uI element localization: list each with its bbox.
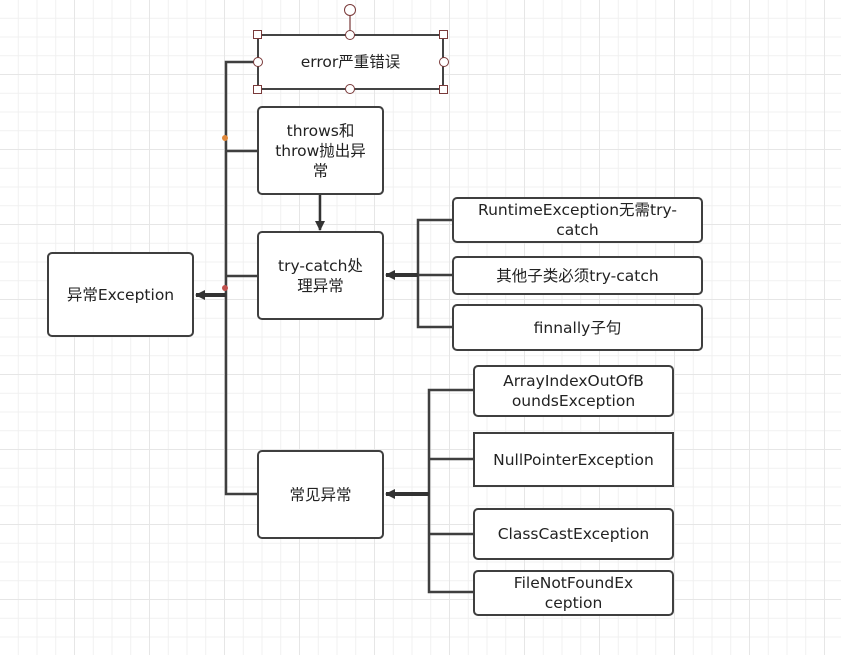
node-common-exceptions[interactable]: 常见异常 <box>257 450 384 539</box>
connector-root-trunk <box>224 60 258 496</box>
node-label: ClassCastException <box>497 525 650 543</box>
resize-handle-e[interactable] <box>439 57 449 67</box>
node-label: throws和throw抛出异常 <box>275 121 366 180</box>
node-label: 其他子类必须try-catch <box>496 266 659 285</box>
node-label: ArrayIndexOutOfBoundsException <box>503 372 644 410</box>
node-error[interactable]: error严重错误 <box>257 34 444 90</box>
node-finally[interactable]: finnally子句 <box>452 304 703 351</box>
node-throws[interactable]: throws和throw抛出异常 <box>257 106 384 195</box>
node-label: try-catch处理异常 <box>278 256 363 295</box>
connector-common-children <box>427 388 475 594</box>
node-label: FileNotFoundException <box>513 574 634 612</box>
node-label: error严重错误 <box>300 53 401 71</box>
node-runtime-exception[interactable]: RuntimeException无需try-catch <box>452 197 703 243</box>
resize-handle-s[interactable] <box>345 84 355 94</box>
connection-point <box>222 285 228 291</box>
resize-handle-sw[interactable] <box>253 85 262 94</box>
node-null-pointer[interactable]: NullPointerException <box>473 432 674 487</box>
node-label: NullPointerException <box>493 450 654 469</box>
resize-handle-nw[interactable] <box>253 30 262 39</box>
node-label: finnally子句 <box>533 318 622 337</box>
node-label: 异常Exception <box>66 285 175 304</box>
node-other-subclasses[interactable]: 其他子类必须try-catch <box>452 256 703 295</box>
node-root-exception[interactable]: 异常Exception <box>47 252 194 337</box>
node-try-catch[interactable]: try-catch处理异常 <box>257 231 384 320</box>
node-label: RuntimeException无需try-catch <box>478 201 677 239</box>
resize-handle-se[interactable] <box>439 85 448 94</box>
resize-handle-ne[interactable] <box>439 30 448 39</box>
node-file-not-found[interactable]: FileNotFoundException <box>473 570 674 616</box>
node-array-index-oob[interactable]: ArrayIndexOutOfBoundsException <box>473 365 674 417</box>
rotate-handle[interactable] <box>344 4 356 16</box>
resize-handle-n[interactable] <box>345 30 355 40</box>
connection-point <box>222 135 228 141</box>
connector-trycatch-children <box>416 218 454 329</box>
resize-handle-w[interactable] <box>253 57 263 67</box>
node-label: 常见异常 <box>289 485 352 504</box>
node-class-cast[interactable]: ClassCastException <box>473 508 674 560</box>
